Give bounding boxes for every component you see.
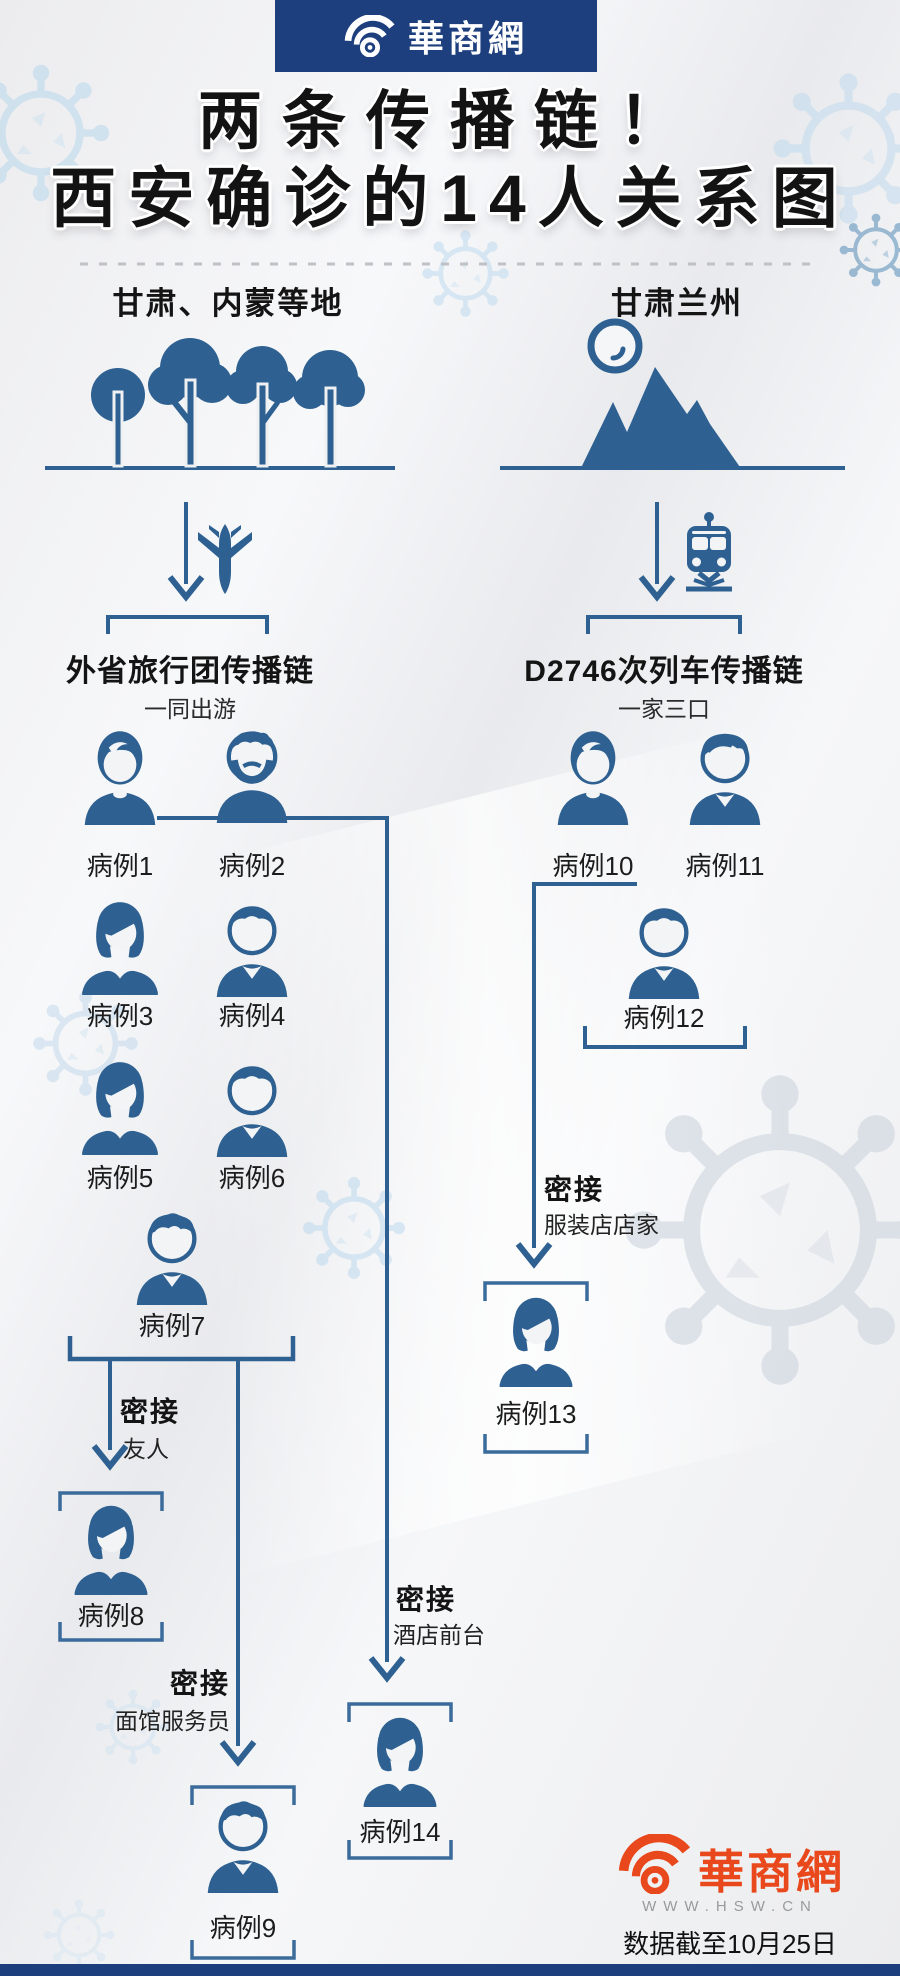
- case-label: 病例11: [685, 851, 765, 881]
- close-contact-tag: 密接: [396, 1584, 457, 1615]
- case12-bracket: [583, 1026, 747, 1049]
- close-contact-via: 服装店店家: [544, 1212, 659, 1238]
- case-label: 病例6: [218, 1163, 286, 1193]
- case-label: 病例3: [86, 1001, 154, 1031]
- female-long-hair-icon: [77, 726, 163, 825]
- case-label: 病例8: [77, 1601, 145, 1631]
- masthead-logo-text: 華商網: [407, 19, 528, 59]
- female-long-hair-icon: [550, 726, 636, 825]
- case13-box-top: [483, 1281, 589, 1301]
- female-side-hair-icon: [493, 1292, 579, 1387]
- male-wavy-hair-icon: [200, 1794, 286, 1893]
- left-arrowhead-icon: [167, 575, 205, 602]
- male-swept-hair-icon: [682, 726, 768, 825]
- case10-to-case13-line: [532, 882, 637, 1248]
- close-contact-tag: 密接: [169, 1668, 230, 1699]
- case9-arrowhead-icon: [219, 1740, 257, 1767]
- case14-arrowhead-icon: [368, 1656, 406, 1683]
- case8-box-bottom: [58, 1622, 164, 1642]
- masthead-banner: 華商網: [275, 0, 597, 72]
- case8-arrowhead-icon: [91, 1444, 129, 1471]
- male-short-hair-icon: [209, 1058, 295, 1157]
- hsw-logo-icon: [344, 15, 396, 57]
- case-label: 病例9: [209, 1913, 277, 1943]
- plane-icon: [198, 524, 252, 594]
- male-wavy-hair-icon: [129, 1206, 215, 1305]
- female-side-hair-icon: [357, 1712, 443, 1807]
- male-short-hair-icon: [621, 900, 707, 999]
- case7-group-bracket: [67, 1336, 296, 1362]
- right-chain-subtitle: 一家三口: [618, 696, 710, 722]
- left-chain-subtitle: 一同出游: [144, 696, 236, 722]
- moon-icon: [587, 318, 643, 374]
- case-label: 病例2: [218, 851, 286, 881]
- case9-box-top: [190, 1785, 296, 1805]
- close-contact-via: 友人: [123, 1436, 169, 1462]
- close-contact-tag: 密接: [544, 1174, 605, 1205]
- close-contact-via: 面馆服务员: [115, 1708, 230, 1734]
- close-contact-tag: 密接: [120, 1396, 181, 1427]
- case14-box-bottom: [347, 1840, 453, 1860]
- right-region-header: 甘肃兰州: [611, 286, 743, 321]
- case-label: 病例5: [86, 1163, 154, 1193]
- female-side-hair-icon: [77, 1056, 163, 1155]
- male-short-hair-icon: [209, 898, 295, 997]
- case-label: 病例7: [138, 1311, 206, 1341]
- case14-box-top: [347, 1702, 453, 1722]
- case13-box-bottom: [483, 1434, 589, 1454]
- case-label: 病例14: [359, 1817, 441, 1847]
- case-label: 病例4: [218, 1001, 286, 1031]
- right-chain-bracket: [586, 615, 742, 634]
- footer-logo-text: 華商網: [698, 1847, 845, 1898]
- left-chain-title: 外省旅行团传播链: [66, 655, 314, 688]
- right-chain-title: D2746次列车传播链: [524, 655, 804, 688]
- male-beard-icon: [209, 724, 295, 823]
- bottom-bar: [0, 1964, 900, 1976]
- trees-icon: [91, 338, 365, 468]
- page-title-line1: 两条传播链！: [198, 85, 702, 157]
- case-label: 病例13: [495, 1399, 577, 1429]
- right-arrowhead-icon: [638, 575, 676, 602]
- train-icon: [686, 512, 732, 592]
- close-contact-via: 酒店前台: [393, 1622, 485, 1648]
- mountain-moon-icon: [580, 318, 742, 470]
- site-url: WWW.HSW.CN: [642, 1898, 818, 1915]
- female-side-hair-icon: [77, 896, 163, 995]
- left-chain-bracket: [106, 615, 269, 634]
- female-side-hair-icon: [68, 1500, 154, 1595]
- case9-box-bottom: [190, 1940, 296, 1960]
- case8-box-top: [58, 1491, 164, 1511]
- data-cutoff-note: 数据截至10月25日: [623, 1929, 837, 1959]
- hsw-logo-icon: [618, 1834, 692, 1894]
- case-label: 病例10: [552, 851, 634, 881]
- case13-arrowhead-icon: [515, 1242, 553, 1269]
- left-region-header: 甘肃、内蒙等地: [112, 286, 344, 321]
- case-label: 病例12: [623, 1003, 705, 1033]
- page-title-line2: 西安确诊的14人关系图: [50, 161, 850, 235]
- case-label: 病例1: [86, 851, 154, 881]
